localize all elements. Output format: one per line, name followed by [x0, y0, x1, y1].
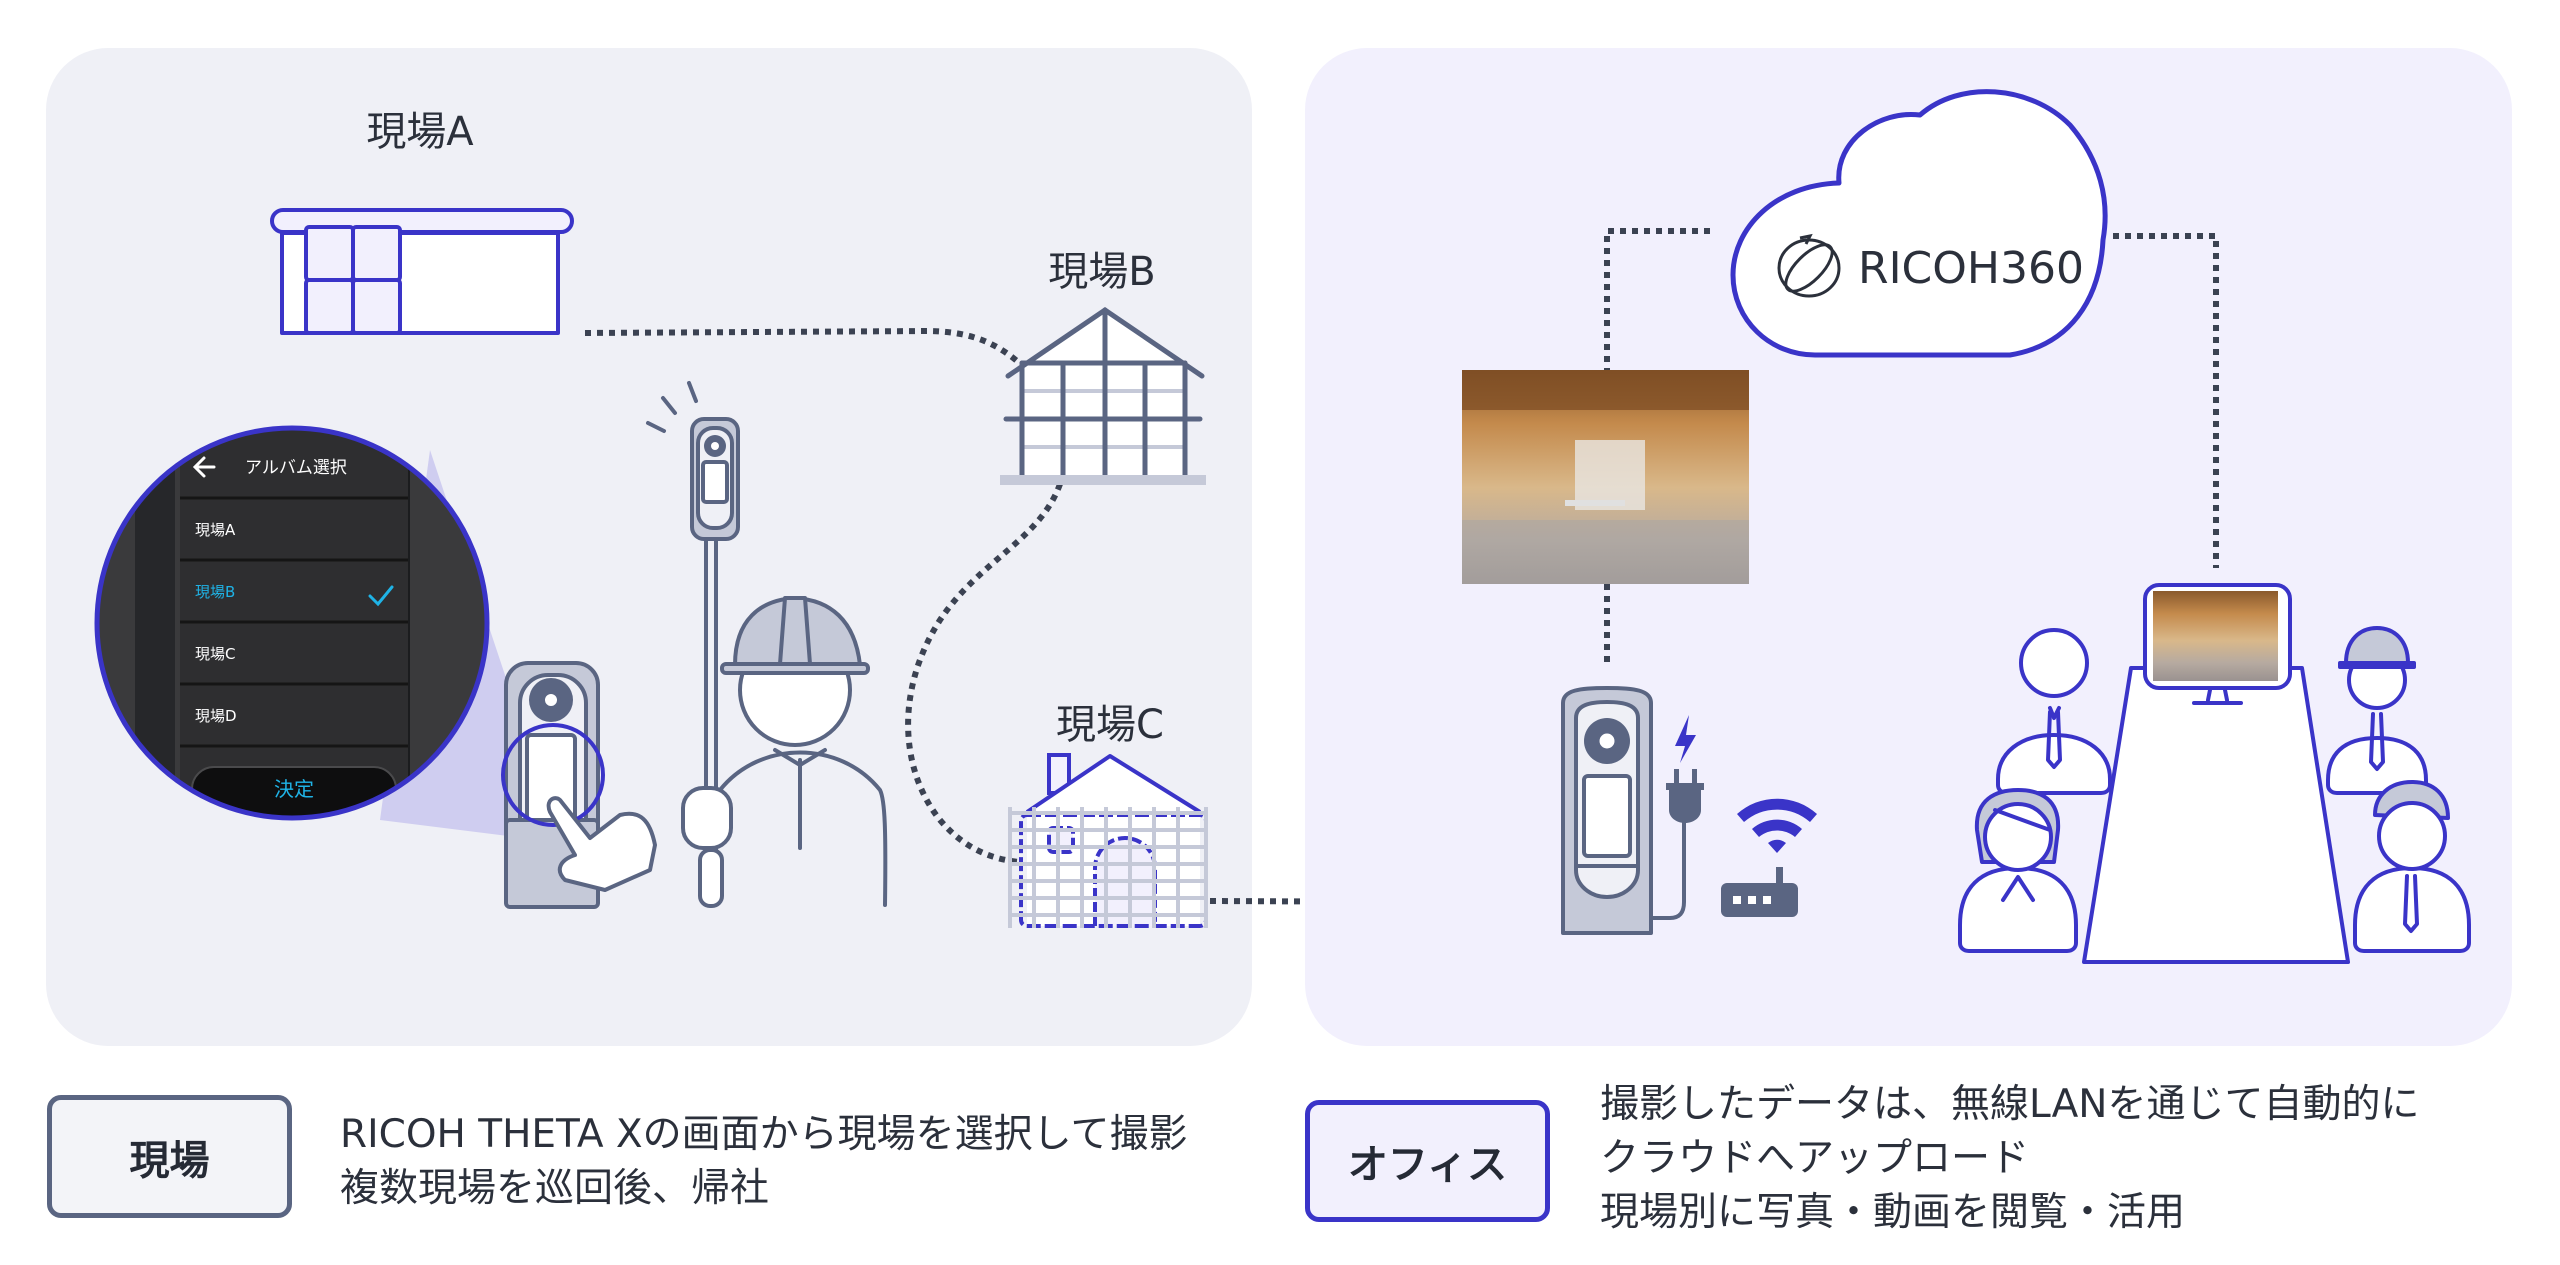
- office-legend-badge: オフィス: [1305, 1100, 1550, 1222]
- camera-screen-zoom: アルバム選択 現場A 現場B 現場C 現場D 決定: [94, 425, 490, 821]
- checkmark-icon: [368, 585, 394, 607]
- office-legend-line: クラウドへアップロード: [1600, 1136, 2030, 1181]
- site-legend-line: RICOH THETA Xの画面から現場を選択して撮影: [340, 1112, 1188, 1157]
- house-with-scaffold-icon: [1008, 753, 1208, 928]
- office-building-icon: [270, 208, 574, 335]
- touch-highlight-ring: [501, 723, 605, 827]
- wifi-icon: [1737, 798, 1817, 853]
- back-button[interactable]: [192, 456, 216, 478]
- meeting-scene: [1958, 583, 2471, 964]
- album-list: 現場A 現場B 現場C 現場D: [195, 521, 394, 725]
- album-item[interactable]: 現場A: [195, 521, 236, 539]
- confirm-button-label: 決定: [274, 777, 314, 801]
- meeting-table: [2082, 666, 2350, 964]
- site-a-label: 現場A: [366, 109, 474, 155]
- office-legend-badge-label: オフィス: [1347, 1142, 1508, 1188]
- site-c-label: 現場C: [1056, 702, 1164, 748]
- office-legend-line: 現場別に写真・動画を閲覧・活用: [1600, 1190, 2186, 1235]
- route-b-to-c: [905, 482, 1063, 865]
- route-path: [584, 327, 1441, 905]
- site-legend-text: RICOH THETA Xの画面から現場を選択して撮影 複数現場を巡回後、帰社: [340, 1108, 1187, 1216]
- monitor-icon: [2143, 583, 2292, 705]
- cloud-connectors: [1604, 228, 2219, 664]
- site-legend-badge: 現場: [47, 1095, 292, 1218]
- route-c-to-office: [1209, 898, 1441, 905]
- person-woman-icon: [1958, 788, 2078, 953]
- site-b-label: 現場B: [1048, 249, 1155, 295]
- arrow-left-icon: [192, 456, 216, 478]
- camera-to-cloud-line: [1604, 228, 1710, 370]
- site-legend-badge-label: 現場: [129, 1137, 210, 1184]
- person-with-helmet-icon: [2326, 626, 2428, 795]
- cloud-to-monitor-line: [2113, 233, 2219, 568]
- svg-text:現場C: 現場C: [195, 645, 235, 663]
- ricoh360-logo-icon: [1777, 233, 1841, 298]
- screen-title: アルバム選択: [245, 458, 347, 478]
- pointing-hand-icon: [546, 796, 657, 892]
- site-photo: [1462, 370, 1749, 584]
- cloud-service: RICOH360: [1730, 89, 2108, 358]
- site-legend-line: 複数現場を巡回後、帰社: [340, 1166, 770, 1211]
- person-man-icon: [2353, 780, 2471, 953]
- svg-text:現場A: 現場A: [195, 521, 236, 539]
- wifi-router-icon: [1721, 798, 1817, 917]
- route-a-to-b: [584, 327, 1028, 371]
- album-item[interactable]: 現場B: [195, 583, 394, 607]
- cloud-icon: [1730, 89, 2108, 358]
- svg-text:現場D: 現場D: [195, 707, 237, 725]
- timber-frame-house-icon: [1000, 306, 1206, 485]
- lightning-bolt-icon: [1675, 715, 1696, 763]
- site-b: 現場B: [1000, 249, 1206, 485]
- construction-worker-icon: [681, 596, 888, 907]
- charging-camera-icon: [1561, 686, 1686, 935]
- cloud-brand-label: RICOH360: [1858, 243, 2084, 294]
- office-legend-text: 撮影したデータは、無線LANを通じて自動的に クラウドへアップロード 現場別に写…: [1600, 1078, 2419, 1240]
- power-plug-icon: [1666, 769, 1704, 823]
- office-legend-line: 撮影したデータは、無線LANを通じて自動的に: [1600, 1082, 2420, 1127]
- svg-text:現場B: 現場B: [195, 583, 235, 601]
- site-c: 現場C: [1008, 702, 1208, 928]
- album-item[interactable]: 現場C: [195, 645, 235, 663]
- album-item[interactable]: 現場D: [195, 707, 237, 725]
